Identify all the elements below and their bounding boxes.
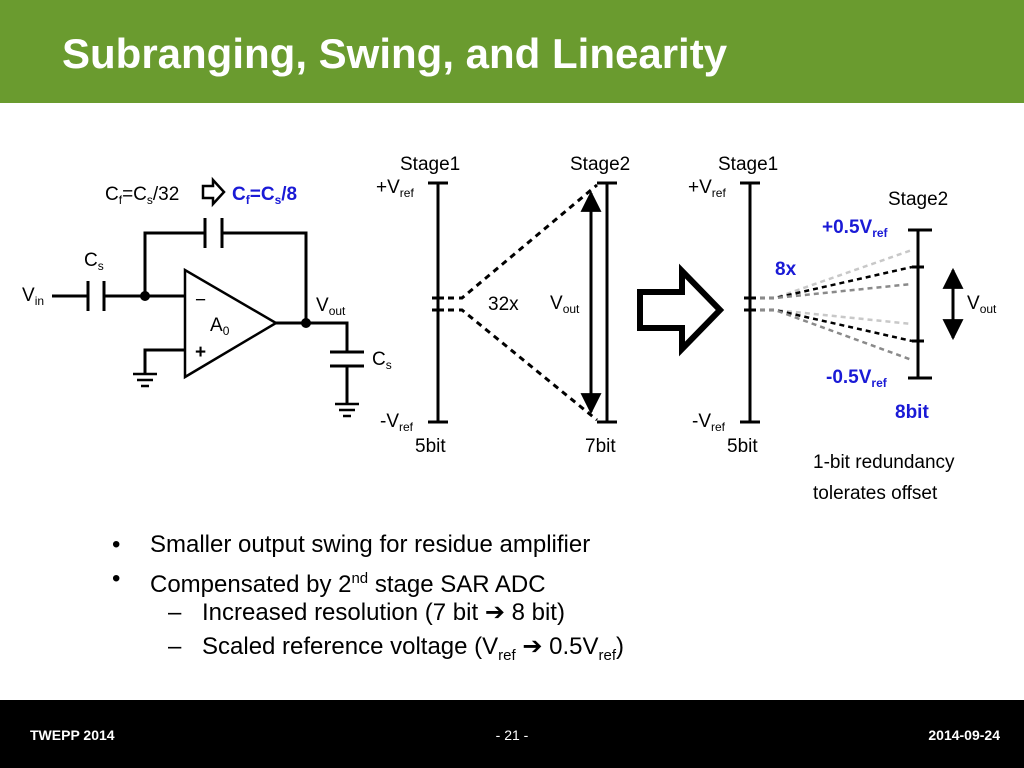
minus-vref-label: -Vref bbox=[380, 411, 414, 434]
gain-32x: 32x bbox=[488, 294, 519, 315]
minus-vref-label-right: -Vref bbox=[692, 411, 726, 434]
minus-half-vref-label: -0.5Vref bbox=[826, 367, 888, 390]
dashed-mapping-lines bbox=[448, 183, 598, 422]
vout-range-label: Vout bbox=[550, 293, 580, 316]
redundancy-note-line1: 1-bit redundancy bbox=[813, 452, 955, 473]
big-arrow-icon bbox=[637, 263, 725, 357]
gain-8x: 8x bbox=[775, 259, 797, 280]
junction-dot bbox=[301, 318, 311, 328]
bits-7: 7bit bbox=[585, 436, 616, 457]
plus-vref-label-right: +Vref bbox=[688, 177, 726, 200]
sub-bullet-item: – Increased resolution (7 bit ➔ 8 bit) bbox=[112, 596, 932, 630]
sub-bullet-item: – Scaled reference voltage (Vref ➔ 0.5Vr… bbox=[112, 630, 932, 664]
bits-5-right: 5bit bbox=[727, 436, 758, 457]
footer: TWEPP 2014 - 21 - 2014-09-24 bbox=[0, 700, 1024, 768]
ground-symbols bbox=[133, 372, 359, 418]
vout-label: Vout bbox=[316, 295, 346, 318]
offset-fan-lines bbox=[760, 248, 913, 362]
stage2-label: Stage2 bbox=[570, 154, 630, 175]
stage1-label: Stage1 bbox=[400, 154, 460, 175]
dash-icon: – bbox=[168, 633, 182, 660]
bullet-dot-icon: • bbox=[112, 565, 121, 592]
bits-5-left: 5bit bbox=[415, 436, 446, 457]
plus-half-vref-label: +0.5Vref bbox=[822, 217, 889, 240]
footer-conference: TWEPP 2014 bbox=[30, 727, 115, 743]
slide-title: Subranging, Swing, and Linearity bbox=[62, 30, 728, 77]
dash-icon: – bbox=[168, 599, 182, 626]
circuit-diagram: Cf=Cs/32 Cf=Cs/8 Cs Vin − + A0 Vout Cs S… bbox=[22, 154, 997, 504]
vout-swing-label: Vout bbox=[967, 293, 997, 316]
range-diagram-32x bbox=[428, 181, 617, 424]
arrow-right-icon: ➔ bbox=[522, 633, 543, 660]
footer-date: 2014-09-24 bbox=[928, 727, 1000, 743]
bits-8: 8bit bbox=[895, 402, 929, 423]
bullet-item: • Compensated by 2nd stage SAR ADC bbox=[112, 562, 932, 598]
cs-label: Cs bbox=[84, 250, 104, 273]
arrow-right-icon: ➔ bbox=[484, 599, 505, 626]
bullet-list: • Smaller output swing for residue ampli… bbox=[112, 528, 932, 664]
title-bar: Subranging, Swing, and Linearity bbox=[0, 0, 1024, 103]
opamp-circuit bbox=[52, 218, 364, 404]
cf-label: Cf=Cs/32 bbox=[105, 184, 179, 207]
amp-plus: + bbox=[195, 342, 206, 363]
vin-label: Vin bbox=[22, 285, 44, 308]
amp-minus: − bbox=[195, 290, 206, 311]
junction-dot bbox=[140, 291, 150, 301]
bullet-dot-icon: • bbox=[112, 531, 121, 558]
footer-page-number: - 21 - bbox=[495, 727, 529, 743]
arrow-right-icon bbox=[201, 176, 226, 208]
amp-label: A0 bbox=[210, 315, 230, 338]
cs2-label: Cs bbox=[372, 349, 392, 372]
stage2-label-right: Stage2 bbox=[888, 189, 948, 210]
cf-new-label: Cf=Cs/8 bbox=[232, 184, 297, 207]
range-diagram-8x bbox=[740, 181, 932, 424]
bullet-item: • Smaller output swing for residue ampli… bbox=[112, 528, 932, 562]
redundancy-note-line2: tolerates offset bbox=[813, 483, 938, 504]
stage1-label-right: Stage1 bbox=[718, 154, 778, 175]
plus-vref-label: +Vref bbox=[376, 177, 414, 200]
